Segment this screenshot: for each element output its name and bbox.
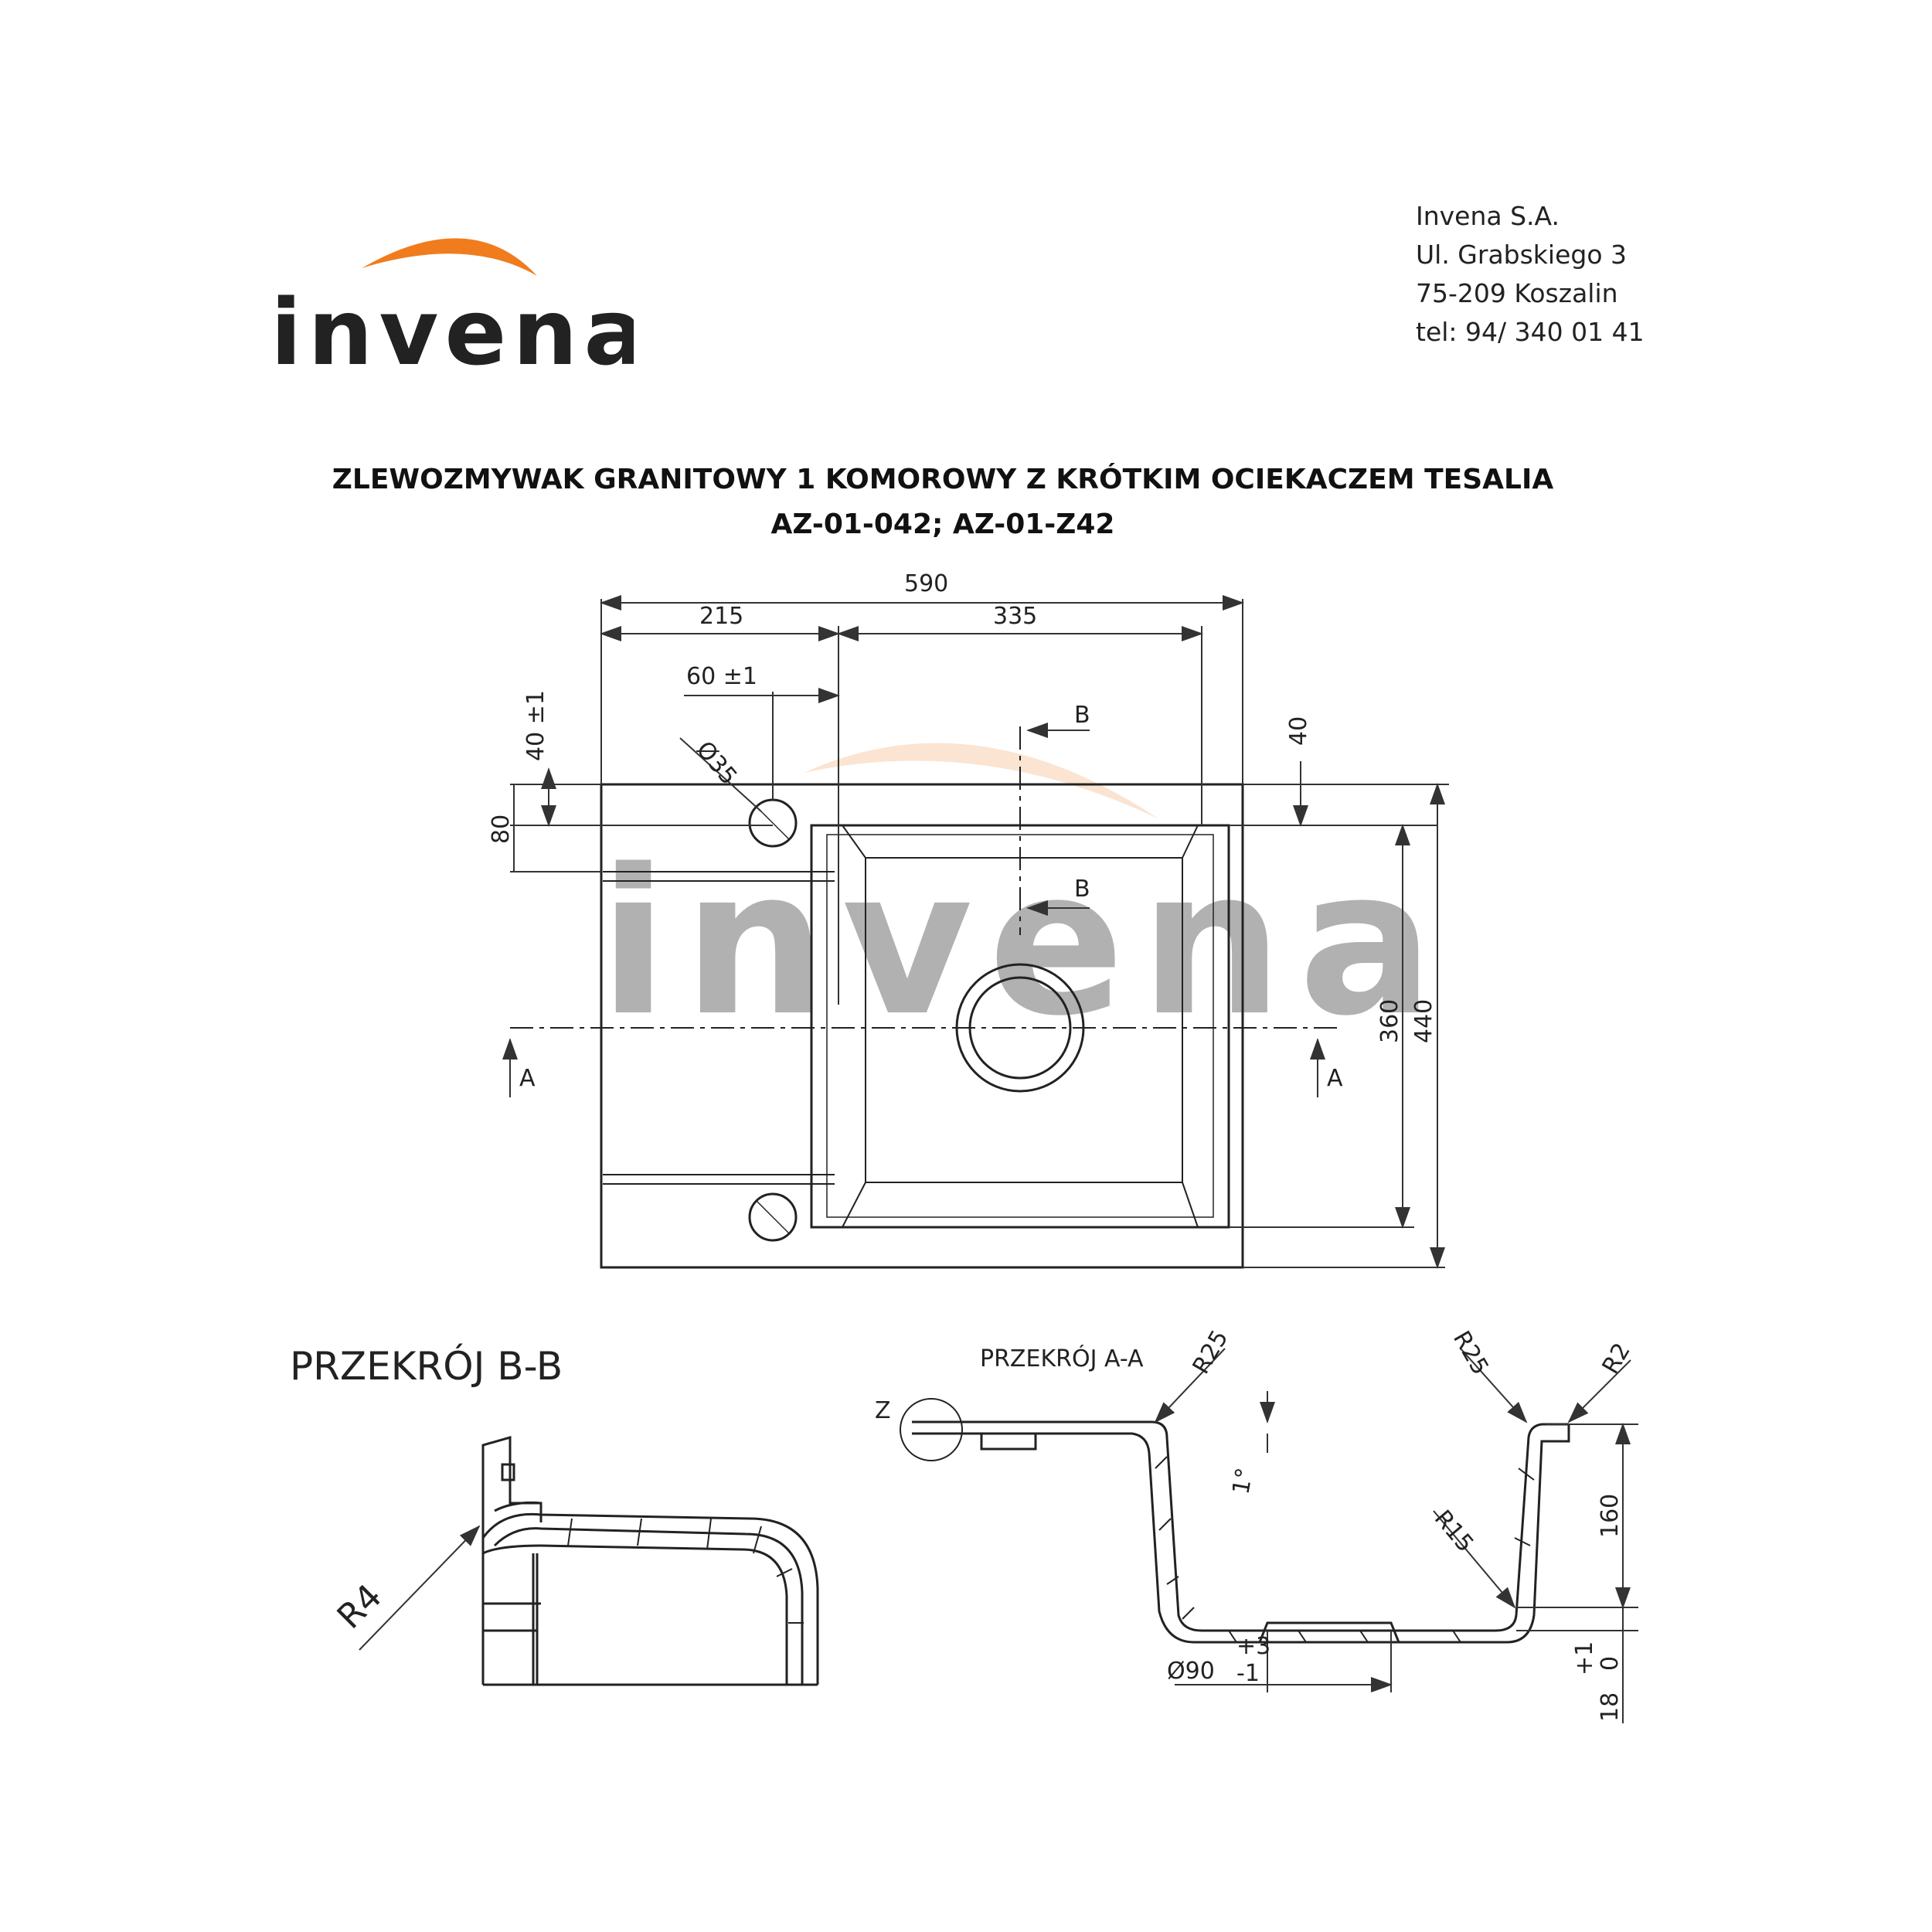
- company-city: 75-209 Koszalin: [1416, 278, 1618, 308]
- section-b-bottom: B: [1074, 876, 1090, 903]
- svg-text:invena: invena: [599, 827, 1450, 1060]
- section-bb-title: PRZEKRÓJ B-B: [290, 1343, 563, 1389]
- section-bb-drawing: [481, 1436, 819, 1686]
- company-phone: tel: 94/ 340 01 41: [1416, 317, 1645, 347]
- dim-40-tol: 40 ±1: [522, 690, 549, 761]
- section-aa-title: PRZEKRÓJ A-A: [980, 1344, 1144, 1372]
- radius-r25-left: R25: [1188, 1325, 1234, 1379]
- dim-440: 440: [1410, 999, 1437, 1043]
- drainer-ribs: [603, 871, 835, 1185]
- tap-hole-bottom: [748, 1192, 798, 1242]
- section-b-top: B: [1074, 702, 1090, 729]
- dim-590: 590: [904, 570, 948, 597]
- dim-18-tol-minus: 0: [1597, 1656, 1624, 1671]
- top-view-dimensions: [502, 595, 1449, 1269]
- top-view-labels: 590 215 335 60 ±1 Ø35 40 ±1 80 40 360 44…: [488, 570, 1437, 1092]
- detail-z-circle: [900, 1398, 963, 1461]
- dim-160: 160: [1597, 1494, 1624, 1538]
- sink-outline: [600, 783, 1244, 1269]
- company-address: Invena S.A. Ul. Grabskiego 3 75-209 Kosz…: [1416, 197, 1725, 352]
- radius-r25-right: R25: [1447, 1327, 1494, 1380]
- product-codes: AZ-01-042; AZ-01-Z42: [770, 509, 1115, 540]
- dim-40: 40: [1285, 716, 1312, 746]
- company-name: Invena S.A.: [1416, 201, 1560, 231]
- dim-drain-tol-plus: +3: [1236, 1633, 1270, 1660]
- company-street: Ul. Grabskiego 3: [1416, 240, 1628, 270]
- logo-wordmark: invena: [270, 279, 634, 383]
- section-a-left: A: [519, 1065, 536, 1092]
- dim-drain-tol-minus: -1: [1236, 1660, 1260, 1687]
- dim-335: 335: [993, 603, 1037, 630]
- section-a-right: A: [1327, 1065, 1343, 1092]
- section-aa-drawing: [900, 1398, 1570, 1644]
- dim-80: 80: [488, 815, 515, 844]
- dim-tap-hole: Ø35: [691, 736, 743, 791]
- dim-drain-90: Ø90: [1167, 1658, 1215, 1685]
- r4-leader: [359, 1525, 481, 1651]
- slope-1deg: 1°: [1227, 1466, 1258, 1497]
- radius-r2: R2: [1597, 1338, 1636, 1379]
- dim-18-tol-plus: +1: [1571, 1641, 1598, 1675]
- detail-z: Z: [875, 1397, 891, 1424]
- section-aa-dimensions: [1154, 1348, 1638, 1723]
- top-view: [510, 726, 1337, 1269]
- watermark: invena: [599, 743, 1450, 1060]
- logo-arc: [362, 238, 537, 276]
- dim-18: 18: [1597, 1692, 1624, 1722]
- product-name: ZLEWOZMYWAK GRANITOWY 1 KOMOROWY Z KRÓTK…: [332, 464, 1554, 495]
- bowl-inner: [865, 857, 1183, 1183]
- product-title: ZLEWOZMYWAK GRANITOWY 1 KOMOROWY Z KRÓTK…: [0, 457, 1886, 547]
- dim-60: 60 ±1: [686, 663, 757, 690]
- invena-logo: invena: [270, 228, 645, 386]
- dim-215: 215: [699, 603, 743, 630]
- dim-360: 360: [1376, 999, 1403, 1043]
